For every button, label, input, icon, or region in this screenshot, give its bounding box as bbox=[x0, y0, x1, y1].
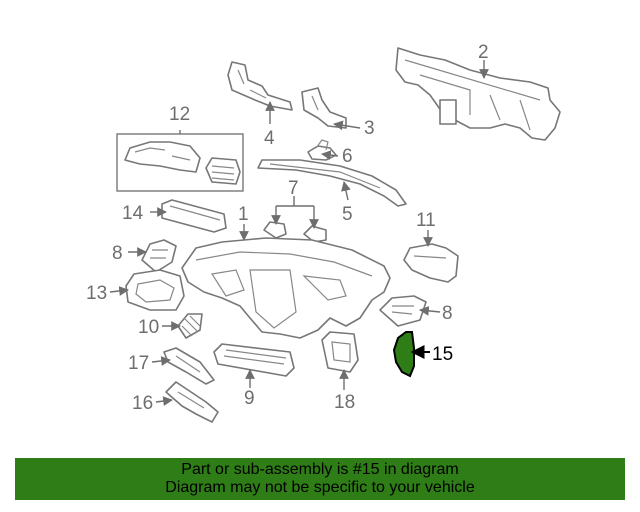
callout-9: 9 bbox=[244, 388, 255, 409]
callout-6: 6 bbox=[342, 146, 353, 167]
callout-1: 1 bbox=[238, 204, 249, 225]
callout-16: 16 bbox=[132, 393, 153, 414]
callout-14: 14 bbox=[122, 203, 144, 224]
callout-11: 11 bbox=[416, 210, 436, 231]
callout-labels: 2 12 3 4 6 7 5 14 1 11 8 13 8 10 15 17 9… bbox=[86, 42, 489, 414]
part-18-bezel bbox=[321, 331, 359, 373]
part-5-top-trim bbox=[257, 159, 407, 207]
callout-10: 10 bbox=[138, 317, 159, 338]
notice-line-part: Part or sub-assembly is #15 in diagram bbox=[181, 461, 459, 478]
part-9-center-vent bbox=[213, 343, 295, 377]
part-8-right-vent bbox=[379, 295, 427, 327]
part-14-panel bbox=[161, 199, 227, 233]
callout-13: 13 bbox=[86, 283, 107, 304]
part-1-instrument-panel bbox=[181, 237, 391, 339]
part-16-bracket bbox=[165, 381, 219, 423]
callout-7: 7 bbox=[288, 178, 299, 199]
part-8-left-vent bbox=[141, 239, 177, 273]
part-11-panel bbox=[403, 243, 459, 283]
callout-8-right: 8 bbox=[442, 303, 453, 324]
part-4-bracket bbox=[227, 61, 293, 111]
callout-2: 2 bbox=[478, 42, 489, 63]
callout-3: 3 bbox=[364, 118, 375, 139]
part-12-cluster-group bbox=[116, 133, 244, 192]
notice-banner: Part or sub-assembly is #15 in diagram D… bbox=[15, 458, 625, 500]
leader-lines bbox=[109, 60, 489, 406]
notice-line-disclaimer: Diagram may not be specific to your vehi… bbox=[165, 479, 475, 496]
part-17-reinforcement bbox=[163, 347, 215, 385]
part-2-cross-car-beam bbox=[395, 47, 561, 141]
part-3-bracket bbox=[301, 87, 347, 129]
callout-4: 4 bbox=[264, 128, 275, 149]
part-13-cluster-bezel bbox=[125, 269, 185, 311]
callout-12: 12 bbox=[169, 104, 190, 125]
part-6-clip bbox=[307, 139, 337, 161]
callout-8-left: 8 bbox=[112, 243, 123, 264]
part-10-grille bbox=[177, 313, 203, 339]
callout-5: 5 bbox=[342, 204, 353, 225]
part-15-end-cap-highlight bbox=[392, 331, 415, 378]
callout-15: 15 bbox=[432, 344, 453, 365]
callout-17: 17 bbox=[128, 353, 149, 374]
callout-18: 18 bbox=[334, 392, 355, 413]
